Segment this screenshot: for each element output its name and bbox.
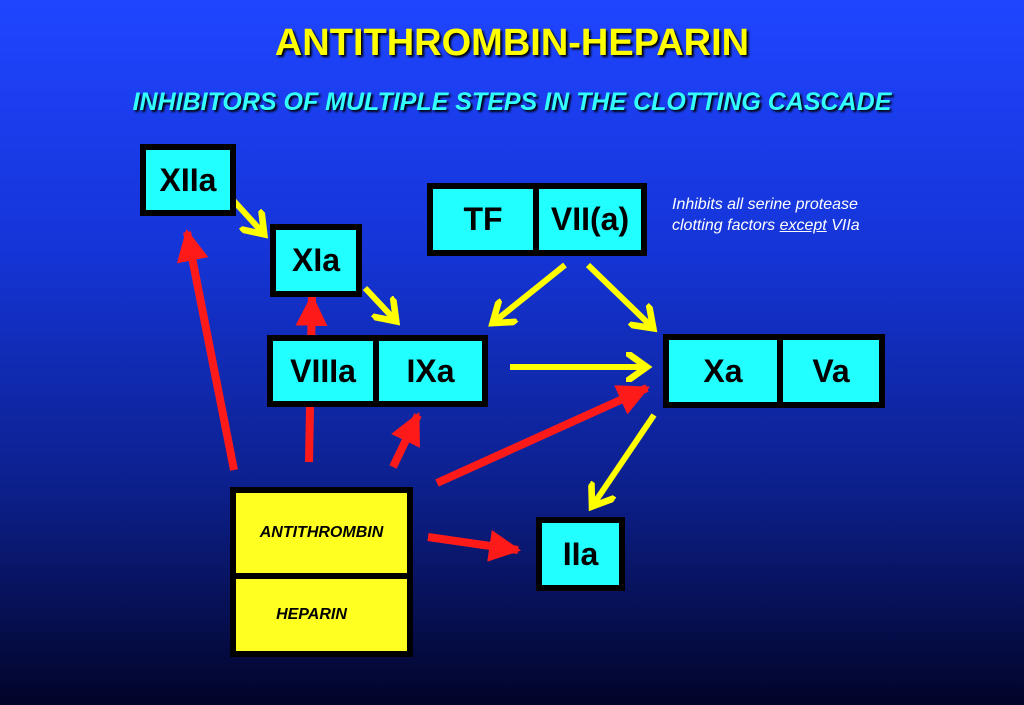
heparin-label: HEPARIN <box>276 606 347 623</box>
note-except-emphasis: except <box>779 217 827 234</box>
antithrombin-heparin-box: ANTITHROMBIN HEPARIN <box>230 487 413 657</box>
factor-xia-label: XIa <box>291 242 341 278</box>
factor-xia-box: XIa <box>270 224 362 297</box>
factor-ixa-label: IXa <box>406 352 455 389</box>
arrow-tfvii-to-xa <box>585 262 652 327</box>
factor-iia-label: IIa <box>562 535 599 572</box>
antithrombin-label: ANTITHROMBIN <box>236 493 407 579</box>
factor-va-cell: Va <box>783 340 879 402</box>
inhibition-note: Inhibits all serine protease clotting fa… <box>672 194 952 236</box>
arrow-xia-to-ixa <box>362 285 395 320</box>
xa-va-complex-box: Xa Va <box>663 334 885 408</box>
viiia-ixa-complex-box: VIIIa IXa <box>267 335 488 407</box>
factor-xiia-box: XIIa <box>140 144 236 216</box>
inhibit-arrow-xa <box>435 384 650 487</box>
inhibit-arrow-iia <box>427 530 522 562</box>
arrow-xiia-to-xia <box>230 197 263 233</box>
factor-viiia-label: VIIIa <box>290 352 356 389</box>
factor-viiia-cell: VIIIa <box>273 341 379 401</box>
factor-xiia-label: XIIa <box>159 161 217 198</box>
tf-vii-complex-box: TF VII(a) <box>427 183 647 256</box>
note-line-2-prefix: clotting factors <box>672 217 780 234</box>
page-title: ANTITHROMBIN-HEPARIN <box>274 22 750 64</box>
factor-tf-cell: TF <box>433 189 539 250</box>
inhibit-arrow-xiia <box>176 228 238 471</box>
factor-xa-label: Xa <box>703 352 743 389</box>
factor-vii-cell: VII(a) <box>539 189 641 250</box>
factor-va-label: Va <box>812 352 850 389</box>
factor-tf-label: TF <box>463 201 503 237</box>
note-line-1: Inhibits all serine protease <box>672 196 858 213</box>
factor-vii-label: VII(a) <box>550 201 630 237</box>
arrow-tfvii-to-ixa <box>494 262 567 322</box>
factor-ixa-cell: IXa <box>379 341 482 401</box>
factor-iia-box: IIa <box>536 517 625 591</box>
arrow-xa-to-iia <box>593 413 657 505</box>
factor-xa-cell: Xa <box>669 340 783 402</box>
note-line-2-suffix: VIIa <box>826 217 860 234</box>
page-subtitle: INHIBITORS OF MULTIPLE STEPS IN THE CLOT… <box>132 88 892 116</box>
inhibit-arrow-ixa <box>389 412 422 469</box>
